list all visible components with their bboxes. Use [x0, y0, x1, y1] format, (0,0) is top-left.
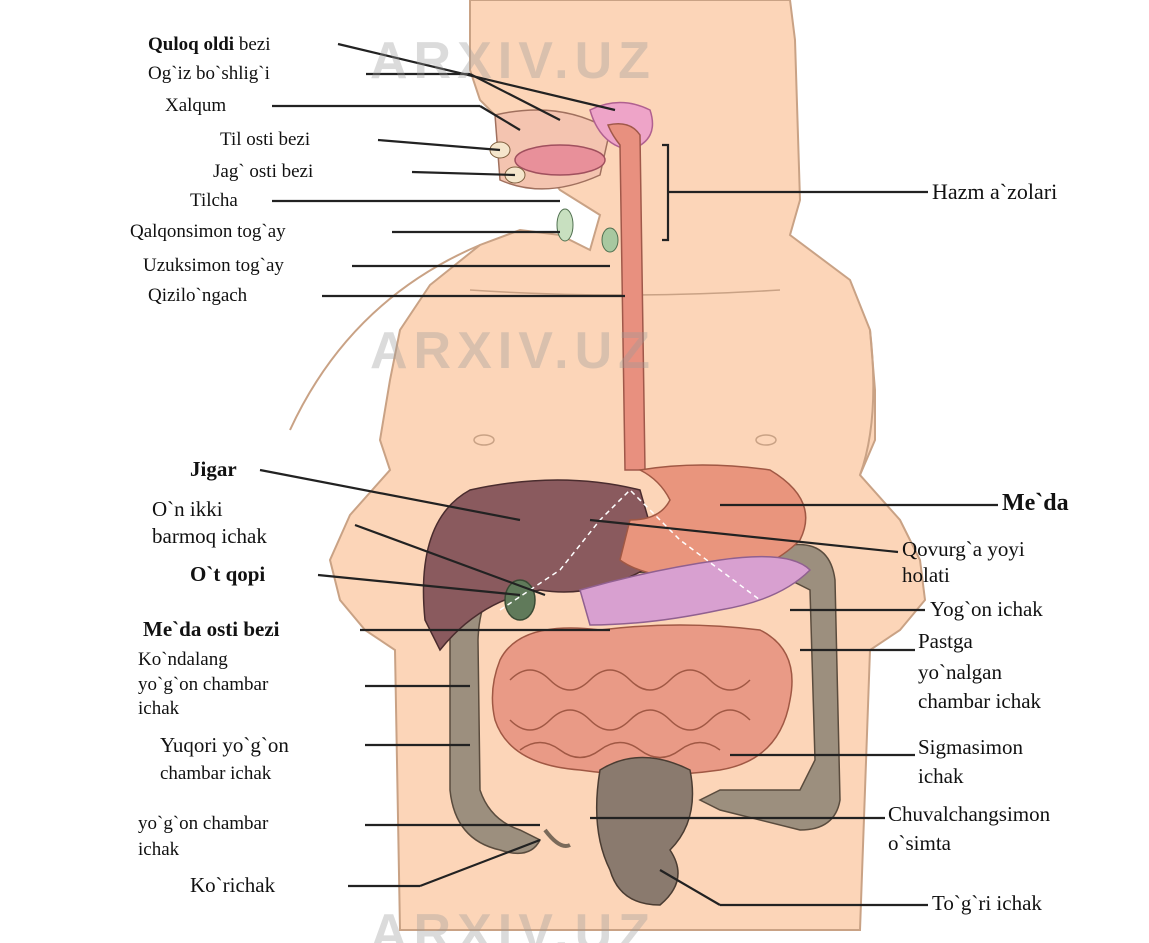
watermark-middle: ARXIV.UZ [370, 322, 656, 380]
label-yogon-ichak: Yog`on ichak [930, 597, 1043, 621]
label-qalqonsimon-togay: Qalqonsimon tog`ay [130, 220, 286, 244]
label-quloq-oldi-bezi: Quloq oldi bezi [148, 33, 270, 57]
label-quloq-oldi-rest: bezi [234, 34, 270, 55]
label-kondalang-2: yo`g`on chambar [138, 673, 268, 697]
label-ogiz-boshligi: Og`iz bo`shlig`i [148, 62, 270, 86]
label-on-ikki-2: barmoq ichak [152, 524, 267, 548]
label-til-osti-bezi: Til osti bezi [220, 128, 310, 152]
label-chuvalchangsimon-2: o`simta [888, 831, 951, 855]
label-pastga-1: Pastga [918, 629, 973, 653]
label-chuvalchangsimon-1: Chuvalchangsimon [888, 802, 1050, 826]
label-jigar: Jigar [190, 457, 237, 481]
label-hazm-azolari: Hazm a`zolari [932, 180, 1057, 204]
label-pastga-3: chambar ichak [918, 689, 1041, 713]
label-kondalang-1: Ko`ndalang [138, 648, 228, 672]
label-yogon-chambar-1: yo`g`on chambar [138, 812, 268, 836]
watermark-bottom: ARXIV.UZ [370, 904, 656, 943]
label-yuqori-1: Yuqori yo`g`on [160, 733, 289, 757]
label-meda-osti-bezi: Me`da osti bezi [143, 617, 279, 641]
label-meda: Me`da [1002, 491, 1069, 515]
label-uzuksimon-togay: Uzuksimon tog`ay [143, 254, 284, 278]
label-xalqum: Xalqum [165, 94, 226, 118]
cricoid-cartilage [602, 228, 618, 252]
label-korichak: Ko`richak [190, 873, 275, 897]
small-intestine [492, 625, 792, 775]
label-sigmasimon-1: Sigmasimon [918, 735, 1023, 759]
thyroid-cartilage [557, 209, 573, 241]
watermark-top: ARXIV.UZ [370, 32, 656, 90]
label-togri-ichak: To`g`ri ichak [932, 891, 1042, 915]
label-qovurga-1: Qovurg`a yoyi [902, 537, 1025, 561]
label-sigmasimon-2: ichak [918, 764, 963, 788]
label-jag-osti-bezi: Jag` osti bezi [213, 160, 313, 184]
label-on-ikki-1: O`n ikki [152, 497, 223, 521]
label-ot-qopi: O`t qopi [190, 562, 265, 586]
label-qizilongach: Qizilo`ngach [148, 284, 247, 308]
label-quloq-oldi-bold: Quloq oldi [148, 34, 234, 55]
label-kondalang-3: ichak [138, 697, 179, 721]
label-pastga-2: yo`nalgan [918, 660, 1002, 684]
label-yogon-chambar-2: ichak [138, 838, 179, 862]
label-qovurga-2: holati [902, 563, 950, 587]
label-tilcha: Tilcha [190, 189, 238, 213]
tongue [515, 145, 605, 175]
label-yuqori-2: chambar ichak [160, 762, 271, 786]
